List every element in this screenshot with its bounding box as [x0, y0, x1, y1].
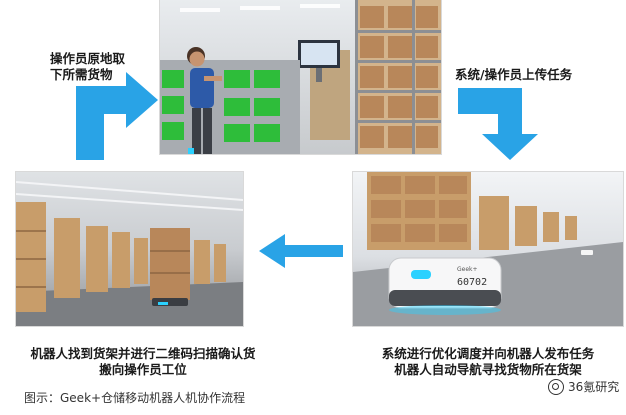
watermark: 36氪研究	[548, 378, 619, 395]
step-label-line: 机器人自动导航寻找货物所在货架	[394, 362, 582, 377]
figure-caption: 图示：Geek+仓储移动机器人机协作流程	[24, 391, 246, 405]
arrow-to-top-photo	[76, 72, 158, 160]
robot-plate-text: 60702	[457, 277, 487, 288]
photo-operator-picking	[160, 0, 441, 154]
step-label-system-dispatch: 系统进行优化调度并向机器人发布任务 机器人自动导航寻找货物所在货架	[352, 346, 624, 378]
arrow-down-to-right-photo	[458, 88, 538, 160]
photo-robot-carrying-rack	[16, 172, 243, 326]
step-label-robot-finds-rack: 机器人找到货架并进行二维码扫描确认货 搬向操作员工位	[18, 346, 268, 378]
step-label-line: 下所需货物	[50, 67, 113, 82]
step-label-operator-picks: 操作员原地取 下所需货物	[50, 51, 125, 83]
robot-brand-text: Geek+	[457, 266, 478, 273]
step-label-line: 操作员原地取	[50, 51, 126, 66]
step-label-line: 机器人找到货架并进行二维码扫描确认货	[30, 346, 256, 361]
arrow-left-between-photos	[259, 234, 343, 268]
step-label-line: 搬向操作员工位	[99, 362, 187, 377]
step-label-upload-task: 系统/操作员上传任务	[455, 67, 573, 82]
photo-robot-navigating-aisle: Geek+ 60702	[353, 172, 623, 326]
wechat-logo-icon	[548, 378, 564, 395]
step-label-line: 系统进行优化调度并向机器人发布任务	[381, 346, 595, 361]
watermark-text: 36氪研究	[568, 380, 620, 394]
